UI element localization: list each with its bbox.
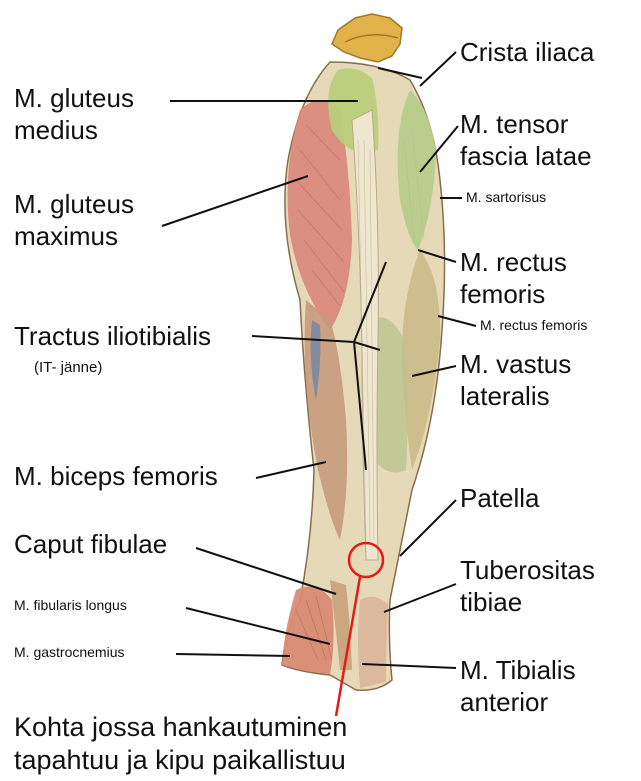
- gastrocnemius-muscle: [282, 587, 334, 674]
- label-gluteus-maximus-line2: maximus: [14, 222, 118, 251]
- label-gluteus-medius-line2: medius: [14, 116, 98, 145]
- label-vastus-line1: M. vastus: [460, 350, 571, 379]
- label-vastus-line2: lateralis: [460, 382, 550, 411]
- label-tibialis-line2: anterior: [460, 688, 548, 717]
- label-tensor-line1: M. tensor: [460, 110, 568, 139]
- bottom-caption-line1: Kohta jossa hankautuminen: [14, 712, 347, 744]
- label-biceps: M. biceps femoris: [14, 462, 218, 491]
- label-patella: Patella: [460, 484, 540, 513]
- label-gastrocnemius: M. gastrocnemius: [14, 645, 124, 661]
- label-crista-iliaca: Crista iliaca: [460, 38, 594, 67]
- label-it-note: (IT- jänne): [34, 360, 102, 377]
- tibialis-anterior-muscle: [358, 597, 388, 688]
- label-tensor-line2: fascia latae: [460, 142, 592, 171]
- label-rectus-line2: femoris: [460, 280, 545, 309]
- leader-crista: [420, 52, 456, 86]
- label-tibialis-line1: M. Tibialis: [460, 656, 576, 685]
- label-gluteus-maximus-line1: M. gluteus: [14, 190, 134, 219]
- label-rectus-small: M. rectus femoris: [480, 318, 587, 334]
- label-tuberositas-line2: tibiae: [460, 588, 522, 617]
- label-tractus: Tractus iliotibialis: [14, 322, 211, 351]
- bottom-caption-line2: tapahtuu ja kipu paikallistuu: [14, 745, 346, 777]
- label-tuberositas-line1: Tuberositas: [460, 556, 595, 585]
- label-sartorius: M. sartorisus: [466, 190, 546, 206]
- pelvis-bone: [332, 14, 402, 62]
- leader-rectus-small: [438, 316, 476, 326]
- label-gluteus-medius-line1: M. gluteus: [14, 84, 134, 113]
- label-fibularis: M. fibularis longus: [14, 598, 127, 614]
- label-rectus-line1: M. rectus: [460, 248, 567, 277]
- label-caput: Caput fibulae: [14, 530, 167, 559]
- leader-tuberositas: [384, 584, 456, 612]
- leader-gastrocnemius: [176, 654, 290, 656]
